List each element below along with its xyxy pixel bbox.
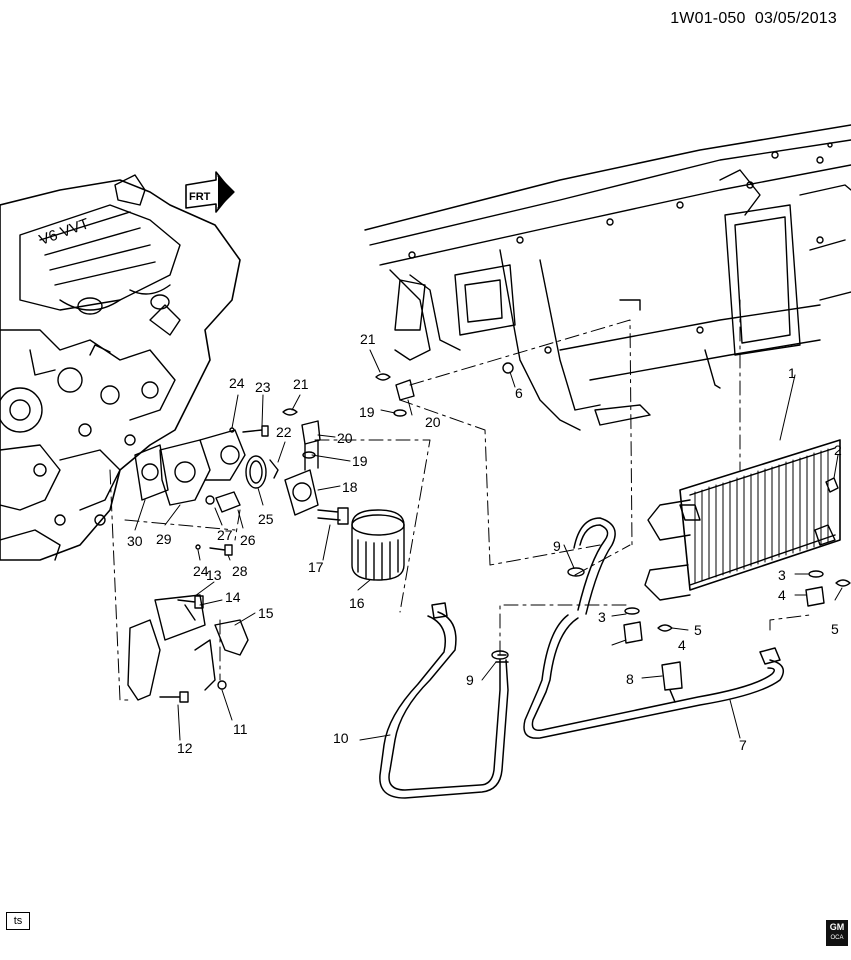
- callout-19: 19: [359, 404, 375, 420]
- callout-6: 6: [515, 385, 523, 401]
- callout-7: 7: [739, 737, 747, 753]
- callout-28: 28: [232, 563, 248, 579]
- callout-26: 26: [240, 532, 256, 548]
- callout-20: 20: [425, 414, 441, 430]
- callout-24: 24: [229, 375, 245, 391]
- callout-leaders: [134, 349, 843, 741]
- callout-10: 10: [333, 730, 349, 746]
- callout-20: 20: [337, 430, 353, 446]
- callout-15: 15: [258, 605, 274, 621]
- callout-12: 12: [177, 740, 193, 756]
- callout-24: 24: [193, 563, 209, 579]
- callout-30: 30: [127, 533, 143, 549]
- callout-16: 16: [349, 595, 365, 611]
- callout-17: 17: [308, 559, 324, 575]
- callout-11: 11: [233, 721, 248, 737]
- callout-9: 9: [553, 538, 561, 554]
- callout-9: 9: [466, 672, 474, 688]
- alignment-leaders: [109, 299, 811, 701]
- diagram-date: 03/05/2013: [754, 10, 837, 27]
- front-end-structure: [364, 124, 851, 431]
- callout-4: 4: [778, 587, 786, 603]
- callout-2: 2: [834, 442, 842, 458]
- callout-5: 5: [694, 622, 702, 638]
- callout-5: 5: [831, 621, 839, 637]
- cooler-hoses: [379, 517, 785, 799]
- diagram-header: 1W01-050 03/05/2013: [670, 10, 837, 28]
- front-label: FRT: [189, 191, 211, 203]
- callout-23: 23: [255, 379, 271, 395]
- callout-21: 21: [293, 376, 309, 392]
- callout-19: 19: [352, 453, 368, 469]
- gm-logo-text: GM: [829, 922, 845, 932]
- oil-cooler: [644, 439, 841, 601]
- callout-22: 22: [276, 424, 292, 440]
- callout-3: 3: [598, 609, 606, 625]
- callout-18: 18: [342, 479, 358, 495]
- callout-27: 27: [217, 527, 233, 543]
- ts-label: ts: [6, 912, 30, 930]
- gm-logo-sub: OCA: [830, 935, 844, 941]
- callout-8: 8: [626, 671, 634, 687]
- callout-14: 14: [225, 589, 241, 605]
- callout-labels: 1 2 3 3 4 4 5 5 6 7 8 9 9 10 11 12 13 14…: [127, 331, 842, 756]
- callout-13: 13: [206, 567, 222, 583]
- callout-4: 4: [678, 637, 686, 653]
- diagram-code: 1W01-050: [670, 10, 746, 27]
- gm-logo: GM OCA: [826, 920, 848, 946]
- callout-29: 29: [156, 531, 172, 547]
- callout-1: 1: [788, 365, 796, 381]
- callout-21: 21: [360, 331, 376, 347]
- callout-3: 3: [778, 567, 786, 583]
- front-direction-marker: [185, 171, 235, 213]
- engine-assembly: [0, 174, 241, 561]
- callout-25: 25: [258, 511, 274, 527]
